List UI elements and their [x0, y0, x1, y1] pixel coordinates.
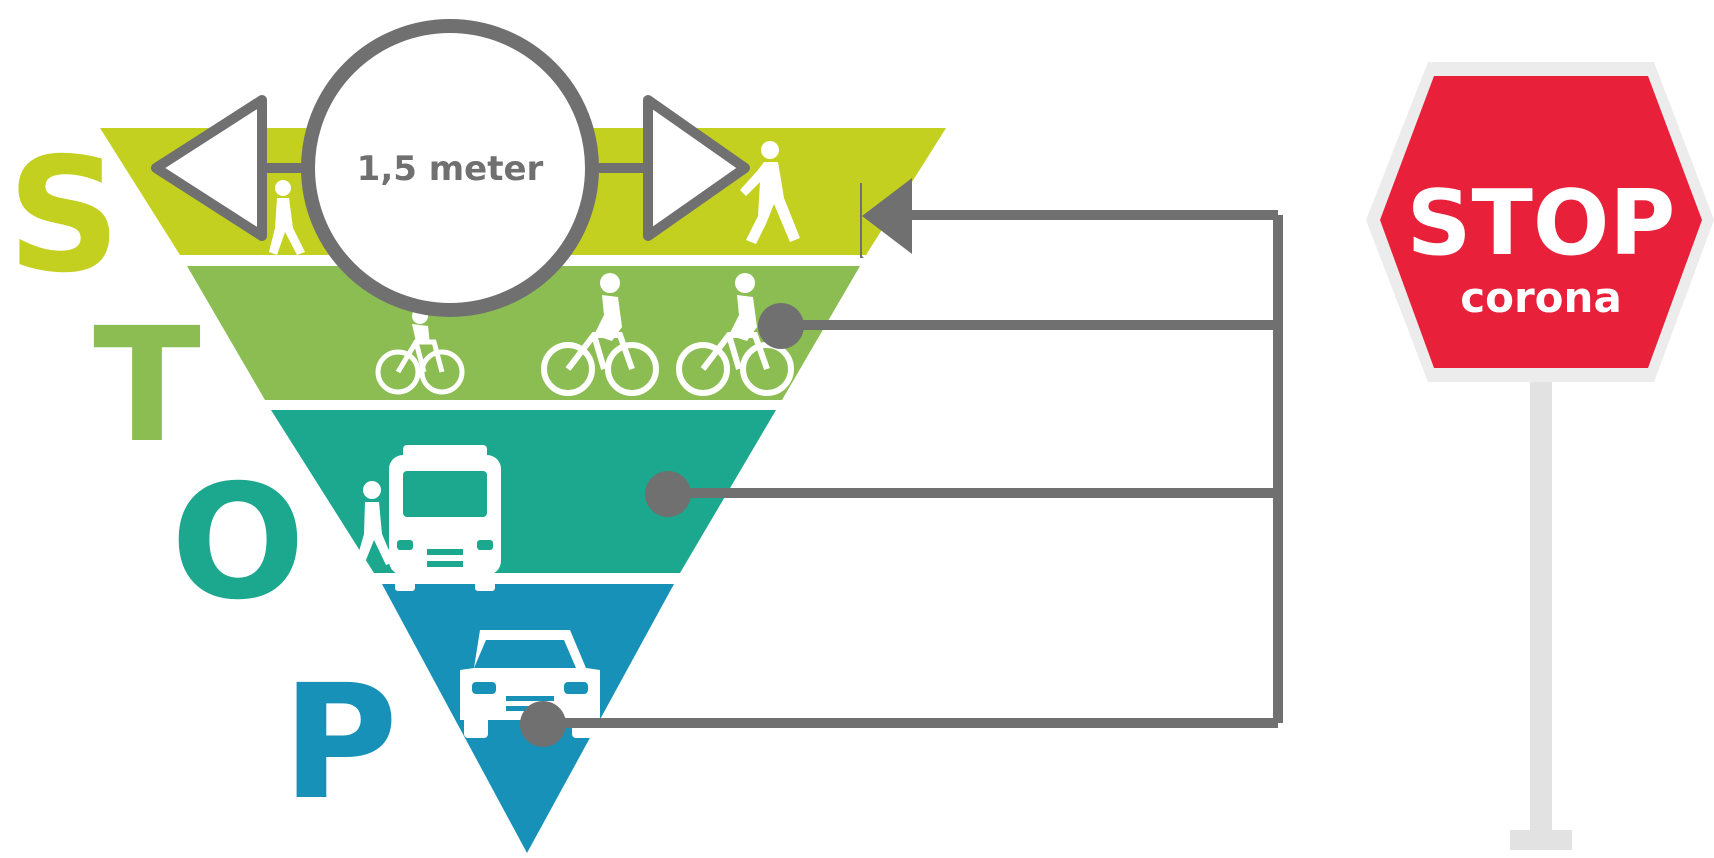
letter-s: S [7, 124, 121, 308]
sign-octagon [1380, 76, 1702, 368]
arrow-left-icon [862, 178, 912, 254]
letter-p: P [282, 651, 398, 835]
connectors [543, 210, 1283, 728]
cyclist-icon [541, 273, 659, 396]
dot-marker [645, 471, 691, 517]
bus-icon [389, 445, 501, 591]
sign-sub-text: corona [1460, 273, 1622, 322]
distance-label: 1,5 meter [357, 149, 544, 189]
arrow-right-icon [643, 95, 750, 241]
distance-circle [301, 19, 599, 317]
dot-marker [758, 303, 804, 349]
pyramid-letters: S T O P [7, 124, 398, 835]
distance-indicator: 1,5 meter [151, 19, 750, 317]
sign-pole [1530, 370, 1552, 840]
arrow-head-icon [860, 183, 862, 258]
dot-marker [520, 701, 566, 747]
tier-icons [269, 141, 800, 738]
stop-sign: STOP corona [1366, 62, 1714, 850]
cyclist-icon [676, 273, 794, 396]
pedestrian-icon [269, 180, 305, 255]
pedestrian-icon [740, 141, 800, 244]
arrow-left-icon [151, 95, 267, 241]
tier-cycling [187, 266, 860, 400]
letter-t: T [93, 294, 201, 478]
connector-markers [520, 178, 912, 747]
pedestrian-icon [356, 481, 394, 565]
letter-o: O [171, 451, 305, 635]
sign-pole-base [1510, 830, 1572, 850]
sign-main-text: STOP [1407, 171, 1676, 276]
